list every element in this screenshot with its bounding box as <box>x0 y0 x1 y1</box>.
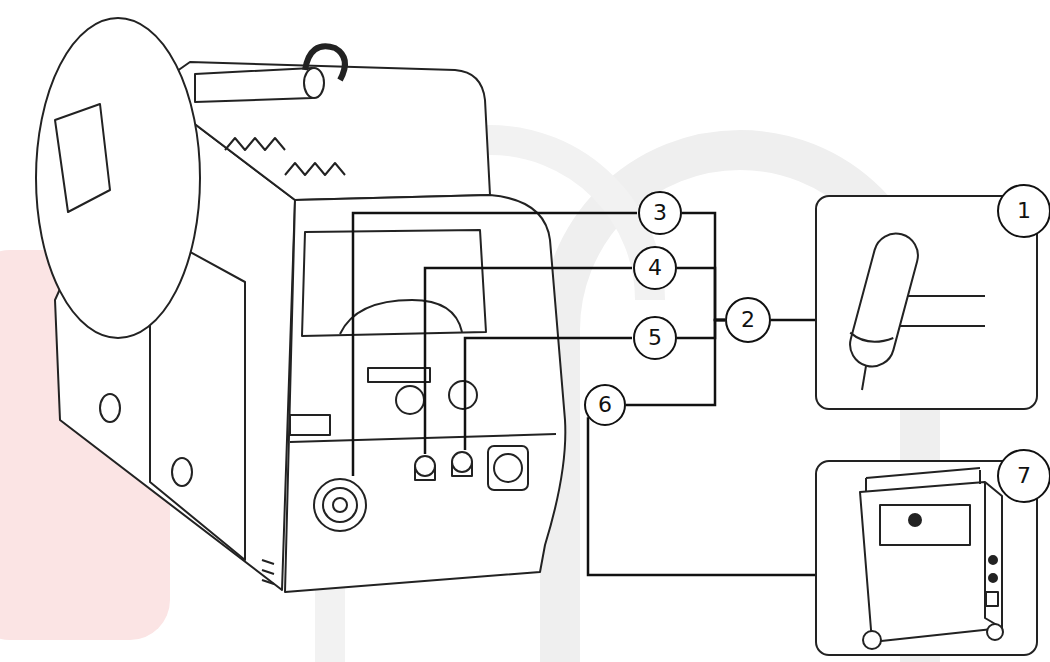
vent <box>262 560 274 584</box>
display <box>368 368 430 382</box>
handle-end <box>304 68 324 98</box>
torch-body <box>845 229 923 372</box>
knob <box>449 381 477 409</box>
socket-pin <box>333 498 347 512</box>
coupling <box>452 452 472 472</box>
wheel <box>987 624 1003 640</box>
machine-knob <box>909 514 921 526</box>
torch-wire <box>862 366 866 390</box>
machine-handle <box>866 468 980 492</box>
picture-box: 7 <box>815 460 1038 656</box>
spool-cover <box>36 18 200 338</box>
callout-number: 3 <box>653 202 667 224</box>
machine-edge <box>985 482 1002 628</box>
connector-line <box>682 213 725 320</box>
callout-number: 7 <box>997 449 1050 503</box>
coupling <box>415 456 435 476</box>
machine-socket <box>989 574 997 582</box>
machine-socket <box>989 556 997 564</box>
socket <box>314 479 366 531</box>
side-knob <box>172 458 192 486</box>
callout-circle: 6 <box>584 384 626 426</box>
wheel <box>863 631 881 649</box>
callout-circle: 5 <box>633 316 677 360</box>
handle-loop <box>305 46 345 80</box>
connector-line <box>677 320 725 338</box>
callout-circle: 3 <box>638 191 682 235</box>
callout-number: 1 <box>997 184 1050 238</box>
control-socket-face <box>494 454 522 482</box>
front-window <box>302 230 486 336</box>
picture-box: 1 <box>815 195 1038 410</box>
leader-line <box>425 268 632 454</box>
label-plate <box>290 415 330 435</box>
machine-connector <box>986 592 998 606</box>
machine-panel <box>880 505 970 545</box>
cable-line <box>900 325 985 327</box>
leader-line <box>353 213 637 476</box>
callout-number: 5 <box>648 327 662 349</box>
socket-ring <box>323 488 357 522</box>
callout-circle: 4 <box>633 246 677 290</box>
machine-body <box>860 482 1002 642</box>
connector-line <box>588 417 815 575</box>
window-grip <box>340 300 462 334</box>
spool-window <box>55 104 110 212</box>
connector-line <box>677 268 725 320</box>
callout-number: 6 <box>598 394 612 416</box>
cable-line <box>900 295 985 297</box>
knob <box>396 386 424 414</box>
connector-line <box>771 319 815 322</box>
top-clip <box>225 138 285 150</box>
handle <box>195 68 312 102</box>
callout-number: 2 <box>741 309 755 331</box>
callout-circle: 2 <box>725 297 771 343</box>
leader-line <box>465 338 632 450</box>
housing-top <box>150 62 490 200</box>
callout-number: 4 <box>648 257 662 279</box>
control-socket <box>488 446 528 490</box>
side-knob <box>100 394 120 422</box>
torch-nozzle <box>849 327 893 348</box>
top-clip <box>285 163 345 175</box>
